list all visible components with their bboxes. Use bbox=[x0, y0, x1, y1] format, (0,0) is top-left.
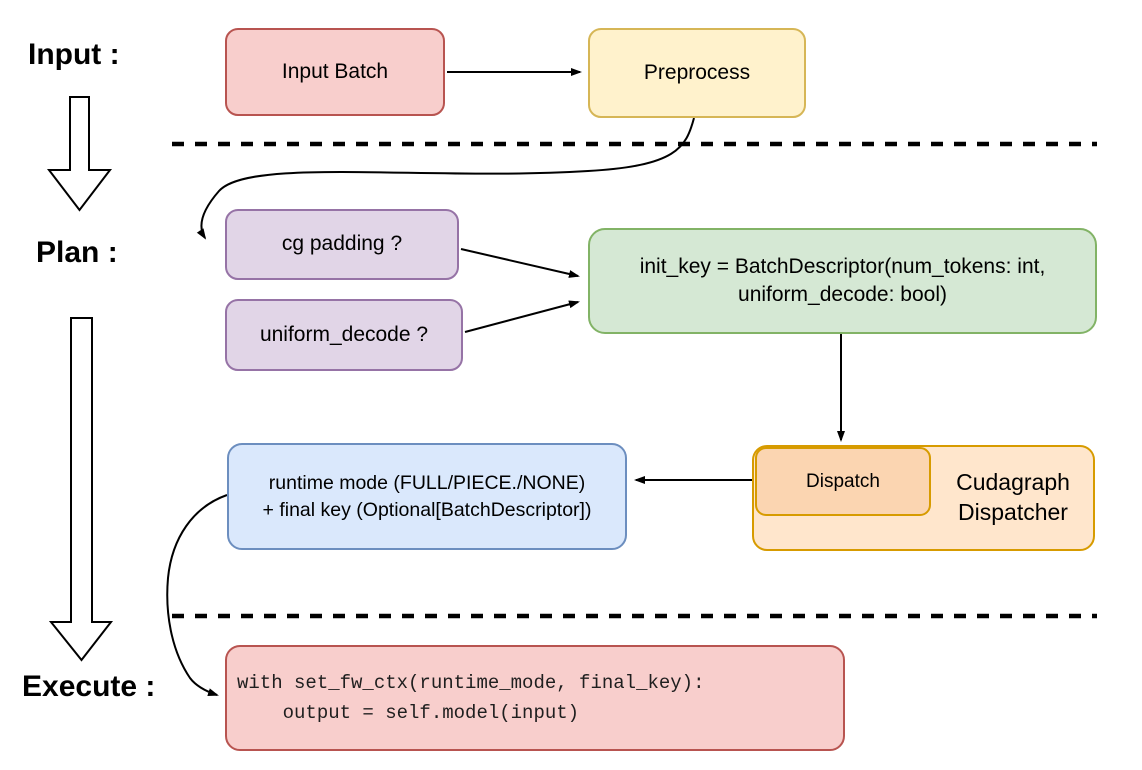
node-preprocess: Preprocess bbox=[588, 28, 806, 118]
node-uniform-decode-label: uniform_decode ? bbox=[259, 322, 429, 346]
section-label-execute: Execute : bbox=[22, 670, 156, 703]
execute-code-line1: with set_fw_ctx(runtime_mode, final_key)… bbox=[237, 671, 705, 694]
node-runtime-mode-line2: + final key (Optional[BatchDescriptor]) bbox=[262, 498, 592, 521]
node-uniform-decode: uniform_decode ? bbox=[225, 299, 463, 371]
node-runtime-mode-line1: runtime mode (FULL/PIECE./NONE) bbox=[268, 472, 586, 495]
node-cg-padding-label: cg padding ? bbox=[281, 232, 403, 256]
arrow-cgpadding-to-initkey bbox=[460, 248, 580, 278]
node-dispatch-label: Dispatch bbox=[806, 470, 880, 492]
node-dispatch: Dispatch bbox=[755, 447, 931, 516]
arrow-preprocess-to-cgpadding bbox=[196, 117, 695, 240]
section-label-input: Input : bbox=[28, 38, 120, 71]
block-arrow-input-to-plan bbox=[46, 96, 113, 212]
node-runtime-mode: runtime mode (FULL/PIECE./NONE) + final … bbox=[227, 443, 627, 550]
arrow-runtimemode-to-executecode bbox=[166, 494, 228, 696]
cudagraph-dispatcher-line1: Cudagraph bbox=[956, 469, 1070, 496]
node-init-key: init_key = BatchDescriptor(num_tokens: i… bbox=[588, 228, 1097, 334]
arrow-uniformdecode-to-initkey bbox=[464, 300, 580, 333]
cudagraph-dispatcher-label: Cudagraph Dispatcher bbox=[933, 455, 1093, 541]
node-preprocess-label: Preprocess bbox=[643, 60, 751, 84]
node-cg-padding: cg padding ? bbox=[225, 209, 459, 280]
execute-code-line2: output = self.model(input) bbox=[237, 702, 580, 724]
node-input-batch-label: Input Batch bbox=[281, 59, 389, 83]
block-arrow-plan-to-execute bbox=[48, 317, 114, 662]
node-init-key-line2: uniform_decode: bool) bbox=[738, 283, 947, 306]
node-init-key-line1: init_key = BatchDescriptor(num_tokens: i… bbox=[639, 254, 1046, 278]
section-label-plan: Plan : bbox=[36, 236, 118, 269]
node-execute-code: with set_fw_ctx(runtime_mode, final_key)… bbox=[225, 645, 845, 751]
node-input-batch: Input Batch bbox=[225, 28, 445, 116]
cudagraph-dispatcher-line2: Dispatcher bbox=[958, 499, 1068, 525]
